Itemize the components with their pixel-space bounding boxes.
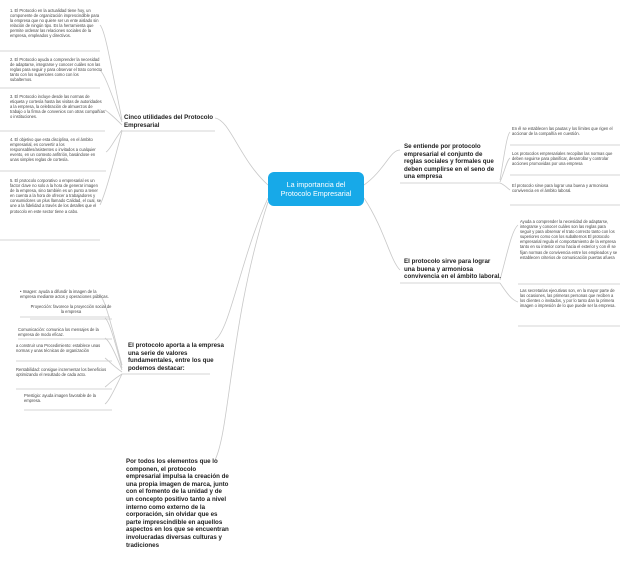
topic-valores-fundamentales[interactable]: El protocolo aporta a la empresa una ser… <box>128 342 224 372</box>
leaf-utilidad-2[interactable]: 2. El Protocolo ayuda a comprender la ne… <box>10 57 102 83</box>
leaf-secretarias-ejecutivas[interactable]: Las secretarias ejecutivas son, en la ma… <box>520 288 616 309</box>
leaf-convivencia[interactable]: El protocolo sirve para lograr una buena… <box>512 183 609 194</box>
leaf-proyeccion[interactable]: Proyección: favorece la proyección socia… <box>30 304 112 315</box>
leaf-utilidad-4[interactable]: 4. El objetivo que esta disciplina, en e… <box>10 137 96 163</box>
leaf-adaptarse-integrarse[interactable]: Ayuda a comprender la necesidad de adapt… <box>520 219 618 260</box>
leaf-prestigio[interactable]: Prestigio: ayuda imagen favorable de la … <box>24 393 96 404</box>
topic-convivencia-laboral[interactable]: El protocolo sirve para lograr una buena… <box>404 258 501 281</box>
leaf-pautas-limites[interactable]: En él se establecen las pautas y los lím… <box>512 126 613 137</box>
topic-definicion-protocolo[interactable]: Se entiende por protocolo empresarial el… <box>404 143 495 181</box>
central-topic[interactable]: La importancia del Protocolo Empresarial <box>268 172 364 206</box>
leaf-comunicacion[interactable]: Comunicación: comunica los mensajes de l… <box>18 327 99 338</box>
leaf-utilidad-3[interactable]: 3. El Protocolo incluye desde las normas… <box>10 94 105 120</box>
leaf-imagen[interactable]: • Imagen: ayuda a difundir la imagen de … <box>20 289 109 300</box>
leaf-rentabilidad[interactable]: Rentabilidad: consigue incrementar los b… <box>16 367 107 378</box>
topic-imagen-de-marca[interactable]: Por todos los elementos que lo componen,… <box>126 458 229 549</box>
leaf-utilidad-5[interactable]: 5. El protocolo corporativo o empresaria… <box>10 178 102 214</box>
leaf-procedimiento[interactable]: a construir una Procedimiento: establece… <box>16 343 101 354</box>
leaf-recopilan-normas[interactable]: Los protocolos empresariales recopilan l… <box>512 151 613 167</box>
topic-cinco-utilidades[interactable]: Cinco utilidades del Protocolo Empresari… <box>124 114 214 129</box>
leaf-utilidad-1[interactable]: 1. El Protocolo en la actualidad tiene h… <box>10 8 100 39</box>
